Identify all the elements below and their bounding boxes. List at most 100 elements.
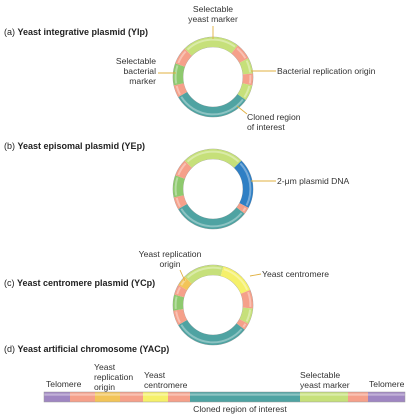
ring-segment-highlight bbox=[239, 162, 252, 206]
ring-segment-highlight bbox=[176, 286, 181, 295]
panel-b-title: (b) Yeast episomal plasmid (YEp) bbox=[4, 141, 145, 151]
ring-segment-highlight bbox=[186, 150, 240, 163]
ring-segment-highlight bbox=[248, 74, 252, 84]
ring-segment-selectable-bacterial-marker bbox=[173, 175, 185, 198]
label-bacterial-replication-origin: Bacterial replication origin bbox=[277, 66, 375, 76]
label-yeast-centromere-d: Yeast centromere bbox=[144, 370, 187, 390]
ring-segment-highlight bbox=[242, 207, 247, 212]
leader-yeast-replication-origin-c bbox=[179, 269, 186, 282]
ring-segment-highlight bbox=[243, 85, 251, 98]
panel-d-letter: (d) bbox=[4, 344, 15, 354]
label-selectable-yeast-marker-d: Selectable yeast marker bbox=[300, 370, 350, 390]
yac-segment-telomere bbox=[368, 392, 405, 402]
yac-segment-highlight bbox=[95, 393, 120, 396]
yac-segment-highlight bbox=[120, 393, 143, 396]
leader-yeast-centromere-c bbox=[249, 273, 262, 277]
ring-segment-highlight bbox=[247, 291, 252, 308]
yac-segment-selectable-yeast-marker bbox=[300, 392, 348, 402]
ring-segment-cloned-region bbox=[178, 203, 245, 229]
yac-segment-replication-origin bbox=[348, 392, 368, 402]
panel-b-name: Yeast episomal plasmid (YEp) bbox=[17, 141, 146, 151]
plasmid-ring-c bbox=[172, 264, 254, 346]
ring-segment-selectable-yeast-marker bbox=[237, 83, 253, 100]
ring-segment-replication-origin bbox=[242, 73, 253, 86]
ring-segment-highlight bbox=[186, 266, 222, 279]
ring-segment-replication-origin bbox=[231, 45, 249, 64]
ring-segment-highlight bbox=[180, 208, 243, 228]
label-cloned-region-a: Cloned region of interest bbox=[247, 112, 301, 132]
panel-b-letter: (b) bbox=[4, 141, 15, 151]
label-yeast-centromere-c-text: Yeast centromere bbox=[262, 269, 330, 279]
label-yeast-centromere-c: Yeast centromere bbox=[262, 269, 329, 279]
label-telomere-right-text: Telomere bbox=[369, 379, 405, 389]
ring-inner-edge bbox=[182, 274, 244, 336]
yac-segment-highlight bbox=[190, 393, 300, 396]
ring-segment-replication-origin bbox=[236, 318, 249, 330]
label-yeast-replication-origin-d: Yeast replication origin bbox=[94, 362, 133, 392]
ring-segment-highlight bbox=[236, 47, 247, 59]
ring-segment-selectable-bacterial-marker bbox=[173, 63, 185, 86]
yac-segment-highlight bbox=[300, 393, 348, 396]
ring-segment-replication-origin bbox=[174, 284, 188, 298]
label-selectable-yeast-marker-d-text: Selectable yeast marker bbox=[300, 370, 350, 390]
ring-segment-cloned-region bbox=[178, 319, 245, 345]
panel-c-name: Yeast centromere plasmid (YCp) bbox=[17, 278, 156, 288]
ring-segment-highlight bbox=[174, 65, 179, 84]
ring-segment-highlight bbox=[180, 324, 243, 344]
ring-segment-selectable-yeast-marker bbox=[239, 58, 253, 75]
ring-segment-selectable-yeast-marker bbox=[239, 307, 253, 324]
ring-segment-highlight bbox=[180, 278, 187, 286]
ring-segment-highlight bbox=[175, 85, 181, 96]
label-2um-plasmid-dna: 2-μm plasmid DNA bbox=[277, 176, 349, 186]
plasmid-ring-b bbox=[172, 148, 254, 230]
ring-segment-replication-origin bbox=[240, 290, 253, 309]
ring-segment-plasmid-2um bbox=[234, 160, 253, 208]
ring-segment-selectable-yeast-marker bbox=[184, 149, 242, 168]
label-cloned-region-d: Cloned region of interest bbox=[170, 404, 310, 414]
ring-segment-highlight bbox=[223, 268, 249, 291]
yac-segment-centromere bbox=[143, 392, 168, 402]
ring-segment-centromere bbox=[220, 266, 251, 295]
ring-inner-edge bbox=[182, 158, 244, 220]
label-yeast-replication-origin-d-text: Yeast replication origin bbox=[94, 362, 134, 392]
ring-segment-highlight bbox=[245, 309, 252, 322]
label-selectable-bacterial-marker: Selectable bacterial marker bbox=[100, 56, 156, 86]
yac-segment-highlight bbox=[348, 393, 368, 396]
label-yeast-replication-origin-c: Yeast replication origin bbox=[130, 249, 210, 269]
yac-segment-highlight bbox=[143, 393, 168, 396]
ring-segment-highlight bbox=[180, 96, 244, 116]
panel-d-name: Yeast artificial chromosome (YACp) bbox=[17, 344, 170, 354]
ring-segment-replication-origin bbox=[173, 308, 188, 325]
label-selectable-yeast-marker-text: Selectable yeast marker bbox=[188, 4, 238, 24]
plasmid-ring-a bbox=[172, 36, 254, 118]
yac-segment-replication-origin bbox=[120, 392, 143, 402]
ring-segment-yeast-origin bbox=[178, 276, 192, 291]
label-yeast-replication-origin-c-text: Yeast replication origin bbox=[138, 249, 202, 269]
label-yeast-centromere-d-text: Yeast centromere bbox=[144, 370, 188, 390]
ring-segment-highlight bbox=[174, 296, 178, 310]
panel-c-title: (c) Yeast centromere plasmid (YCp) bbox=[4, 278, 155, 288]
ring-segment-highlight bbox=[186, 38, 236, 51]
ring-segment-highlight bbox=[177, 162, 187, 176]
label-selectable-bacterial-marker-text: Selectable bacterial marker bbox=[115, 56, 156, 86]
ring-segment-replication-origin bbox=[173, 83, 188, 98]
yac-segment-telomere bbox=[44, 392, 70, 402]
yac-segment-cloned-region bbox=[190, 392, 300, 402]
label-cloned-region-d-text: Cloned region of interest bbox=[193, 404, 287, 414]
ring-inner-edge bbox=[182, 46, 244, 108]
yac-segment-replication-origin bbox=[168, 392, 190, 402]
leader-cloned-region-a bbox=[236, 105, 248, 115]
ring-segment-highlight bbox=[175, 197, 181, 208]
label-selectable-yeast-marker: Selectable yeast marker bbox=[168, 4, 258, 24]
yac-segment-replication-origin bbox=[70, 392, 95, 402]
ring-segment-highlight bbox=[175, 311, 181, 324]
ring-segment-cloned-region bbox=[178, 91, 246, 117]
label-telomere-right: Telomere bbox=[369, 379, 404, 389]
ring-segment-selectable-yeast-marker bbox=[184, 265, 224, 284]
yac-segment-highlight bbox=[44, 393, 70, 396]
ring-segment-highlight bbox=[242, 323, 247, 328]
ring-segment-highlight bbox=[174, 177, 179, 196]
yac-segment-yeast-origin bbox=[95, 392, 120, 402]
ring-segment-replication-origin bbox=[175, 160, 192, 179]
